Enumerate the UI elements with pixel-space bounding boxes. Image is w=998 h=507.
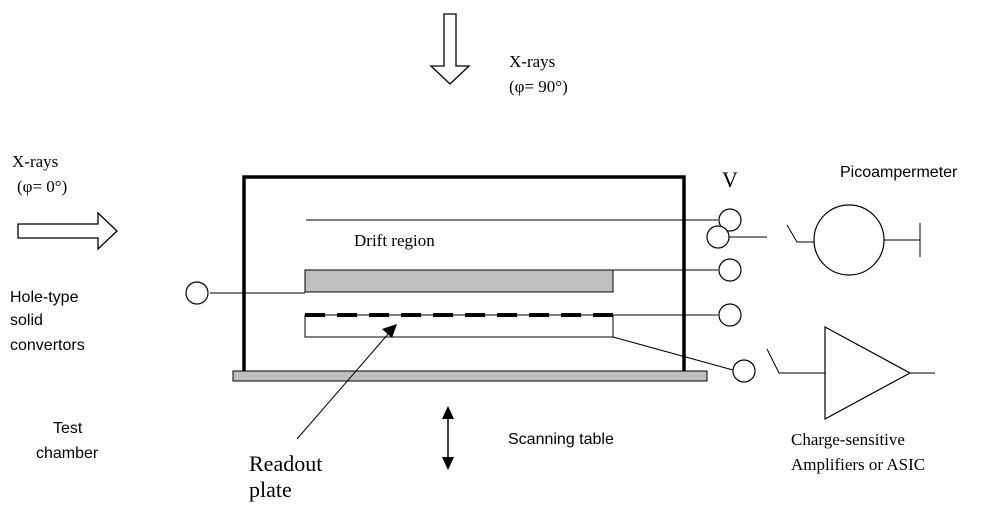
- picoamp-switch: [786, 224, 814, 243]
- hole-type-label-line2: solid: [10, 312, 43, 329]
- xray-top-arrow: [429, 13, 471, 85]
- xray-side-arrow: [17, 211, 118, 251]
- readout-plate-body: [304, 314, 614, 338]
- readout-pointer-line: [296, 332, 390, 440]
- readout-pointer-head: [382, 324, 397, 338]
- connector-left: [185, 281, 209, 305]
- xray-side-label-line1: X-rays: [12, 152, 58, 171]
- connector-mesh: [718, 303, 742, 327]
- connector-drift: [718, 208, 742, 232]
- scanning-table-label: Scanning table: [508, 431, 614, 448]
- connector-convertor: [718, 258, 742, 282]
- amplifiers-label-line2: Amplifiers or ASIC: [791, 455, 925, 474]
- connector-readout: [732, 359, 756, 383]
- readout-plate-label-line1: Readout: [249, 451, 322, 476]
- scanning-arrow-head-up: [442, 406, 454, 419]
- scanning-arrow-head-down: [442, 457, 454, 470]
- amplifier-symbol: [824, 325, 912, 421]
- amp-switch: [766, 348, 825, 374]
- test-chamber-walls: [242, 175, 686, 371]
- amplifiers-label-line1: Charge-sensitive: [791, 430, 905, 449]
- xray-top-label-line1: X-rays: [509, 52, 555, 71]
- hole-type-convertor: [304, 269, 614, 293]
- readout-lead: [612, 336, 734, 371]
- readout-plate-label-line2: plate: [249, 477, 292, 502]
- drift-region-label: Drift region: [354, 231, 435, 250]
- test-chamber-label-line2: chamber: [36, 445, 99, 462]
- xray-top-label-line2: (φ= 90°): [509, 77, 568, 96]
- test-chamber-label-line1: Test: [53, 420, 83, 437]
- xray-side-label-line2: (φ= 0°): [17, 177, 67, 196]
- voltage-label: V: [722, 167, 738, 192]
- hole-type-label-line1: Hole-type: [10, 289, 79, 306]
- connector-picoamp: [706, 225, 730, 249]
- scanning-table-plate: [232, 370, 708, 382]
- picoampermeter-symbol: [813, 204, 885, 276]
- picoampermeter-label: Picoampermeter: [840, 164, 958, 181]
- hole-type-label-line3: convertors: [10, 337, 85, 354]
